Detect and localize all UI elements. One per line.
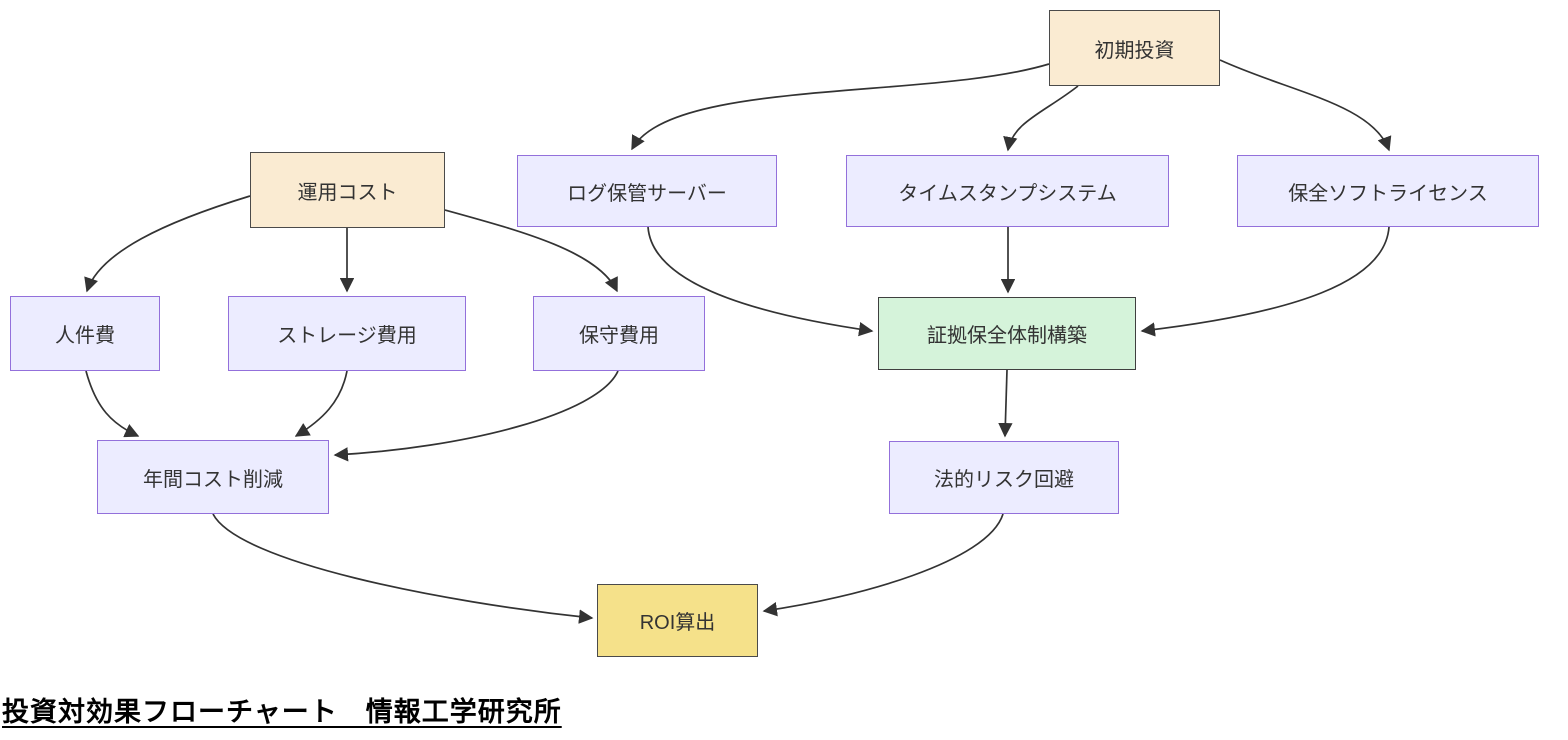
edge-legal-to-roi xyxy=(762,513,1004,617)
edge-personnel-to-annual xyxy=(85,370,140,438)
edge-preservation-to-evidence xyxy=(1140,226,1390,337)
edge-maintenance-to-annual xyxy=(333,370,619,462)
edge-logserver-to-evidence xyxy=(647,226,874,337)
edge-initial-to-timestamp xyxy=(1003,85,1079,152)
node-roi-calculation: ROI算出 xyxy=(597,584,758,657)
node-legal-risk-avoidance: 法的リスク回避 xyxy=(889,441,1119,514)
node-maintenance-cost: 保守費用 xyxy=(533,296,705,371)
diagram-caption: 投資対効果フローチャート 情報工学研究所 xyxy=(2,697,562,727)
node-log-server: ログ保管サーバー xyxy=(517,155,777,227)
edge-evidence-to-legal xyxy=(998,369,1013,438)
edge-annual-to-roi xyxy=(212,513,594,624)
edge-operating-to-personnel xyxy=(84,195,251,293)
node-operating-cost: 運用コスト xyxy=(250,152,445,228)
node-storage-cost: ストレージ費用 xyxy=(228,296,466,371)
edge-initial-to-logserver xyxy=(631,63,1050,151)
node-evidence-system: 証拠保全体制構築 xyxy=(878,297,1136,370)
node-timestamp-system: タイムスタンプシステム xyxy=(846,155,1169,227)
node-annual-cost-reduction: 年間コスト削減 xyxy=(97,440,329,514)
edge-storage-to-annual xyxy=(294,370,348,437)
node-initial-investment: 初期投資 xyxy=(1049,10,1220,86)
node-preservation-software: 保全ソフトライセンス xyxy=(1237,155,1539,227)
node-personnel-cost: 人件費 xyxy=(10,296,160,371)
edge-initial-to-preservation xyxy=(1219,59,1392,152)
edge-operating-to-maintenance xyxy=(444,209,618,293)
